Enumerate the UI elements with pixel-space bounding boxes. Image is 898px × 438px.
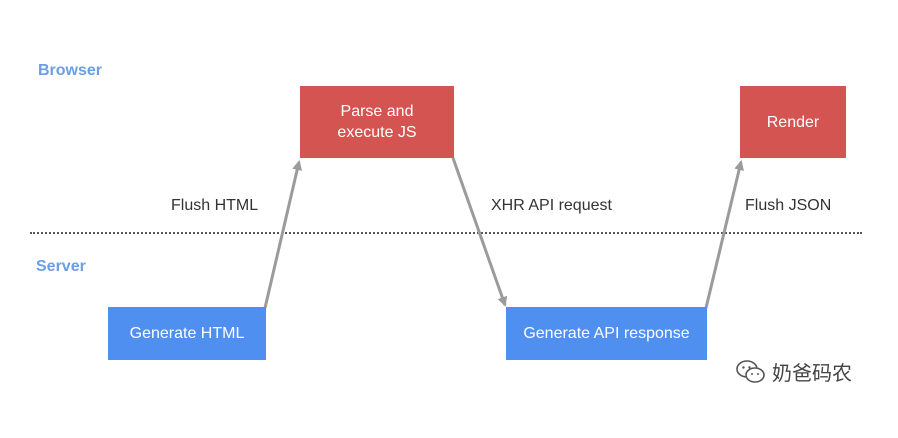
- browser-lane-label: Browser: [38, 62, 103, 79]
- arrow-flush-html: [263, 160, 303, 309]
- watermark: 奶爸码农: [736, 357, 852, 386]
- node-generate-api-response: Generate API response: [506, 307, 707, 360]
- arrow-flush-json: [704, 160, 744, 309]
- lane-divider: [30, 232, 862, 234]
- node-parse-execute-js: Parse and execute JS: [300, 86, 454, 158]
- node-generate-html: Generate HTML: [108, 307, 266, 360]
- node-generate-api-response-label: Generate API response: [523, 325, 690, 342]
- watermark-text: 奶爸码农: [772, 363, 852, 385]
- edge-label-flush-html: Flush HTML: [171, 197, 259, 214]
- server-lane-label: Server: [36, 258, 86, 275]
- node-render: Render: [740, 86, 846, 158]
- node-parse-execute-js-label: Parse and execute JS: [337, 103, 417, 141]
- edge-label-xhr-request: XHR API request: [491, 197, 612, 214]
- node-generate-html-label: Generate HTML: [129, 325, 245, 342]
- wechat-icon: [736, 359, 766, 385]
- edge-label-flush-json: Flush JSON: [745, 197, 832, 214]
- arrow-xhr-request: [451, 157, 508, 307]
- node-render-label: Render: [766, 113, 820, 131]
